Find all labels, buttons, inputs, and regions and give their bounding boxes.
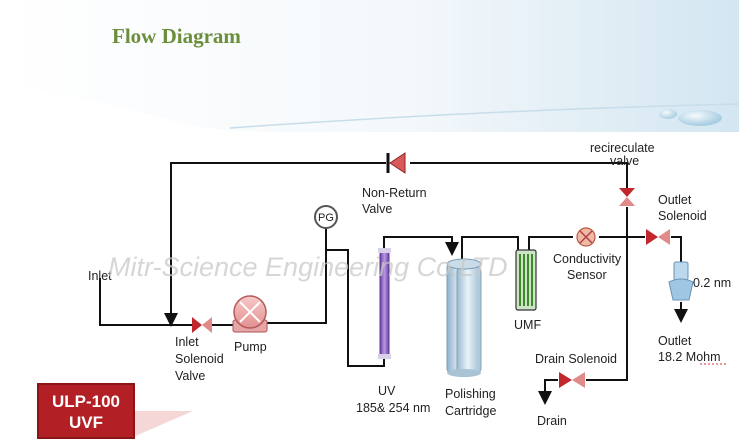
umf-label: UMF bbox=[514, 318, 541, 332]
uv-label-2: 185& 254 nm bbox=[356, 401, 430, 415]
non-return-valve-label: Non-Return bbox=[362, 186, 427, 200]
outlet-solenoid-valve-icon bbox=[646, 229, 670, 245]
uv-label: UV bbox=[378, 384, 396, 398]
non-return-valve-label-2: Valve bbox=[362, 202, 392, 216]
model-badge-line-1: ULP-100 bbox=[51, 392, 121, 411]
pressure-gauge-icon: PG bbox=[314, 205, 338, 229]
recirculate-valve-icon bbox=[619, 188, 635, 206]
drain-solenoid-label: Drain Solenoid bbox=[535, 352, 617, 366]
pump-label: Pump bbox=[234, 340, 267, 354]
outlet-label-2: 18.2 Mohm bbox=[658, 350, 721, 364]
model-badge-line-2: UVF bbox=[69, 413, 103, 432]
filter-label: 0.2 nm bbox=[693, 276, 731, 290]
pump-icon bbox=[232, 295, 268, 333]
recirculate-valve-label-2: valve bbox=[610, 154, 639, 168]
pressure-gauge-label: PG bbox=[318, 212, 334, 224]
recirculate-valve-label: recireculate bbox=[590, 141, 655, 155]
inlet-solenoid-label-3: Valve bbox=[175, 369, 205, 383]
header-banner: Flow Diagram bbox=[0, 0, 739, 132]
inlet-solenoid-label: Inlet bbox=[175, 335, 199, 349]
outlet-solenoid-label-2: Solenoid bbox=[658, 209, 707, 223]
outlet-label: Outlet bbox=[658, 334, 692, 348]
badge-tail bbox=[133, 411, 193, 437]
model-badge: ULP-100 UVF bbox=[37, 383, 135, 439]
inlet-solenoid-valve-icon bbox=[192, 317, 212, 333]
watermark-text: Mitr-Science Engineering Co.LTD bbox=[108, 252, 508, 282]
umf-filter-icon bbox=[515, 249, 537, 311]
polishing-cartridge-label-2: Cartridge bbox=[445, 404, 496, 418]
non-return-valve-icon bbox=[386, 152, 406, 174]
point-two-filter-icon bbox=[668, 261, 694, 301]
polishing-cartridge-icon bbox=[446, 258, 482, 377]
drain-label: Drain bbox=[537, 414, 567, 428]
pipes bbox=[99, 162, 688, 405]
inlet-solenoid-label-2: Solenoid bbox=[175, 352, 224, 366]
conductivity-sensor-icon bbox=[576, 227, 596, 247]
water-drop-icon bbox=[678, 110, 722, 126]
outlet-solenoid-label: Outlet bbox=[658, 193, 692, 207]
uv-lamp-icon bbox=[378, 248, 391, 359]
water-drop-icon bbox=[659, 109, 677, 119]
conductivity-sensor-label-2: Sensor bbox=[567, 268, 607, 282]
header-background bbox=[0, 0, 739, 132]
inlet-label: Inlet bbox=[88, 269, 112, 283]
conductivity-sensor-label: Conductivity bbox=[553, 252, 622, 266]
page-title: Flow Diagram bbox=[112, 24, 241, 48]
polishing-cartridge-label: Polishing bbox=[445, 387, 496, 401]
drain-solenoid-valve-icon bbox=[559, 372, 585, 388]
